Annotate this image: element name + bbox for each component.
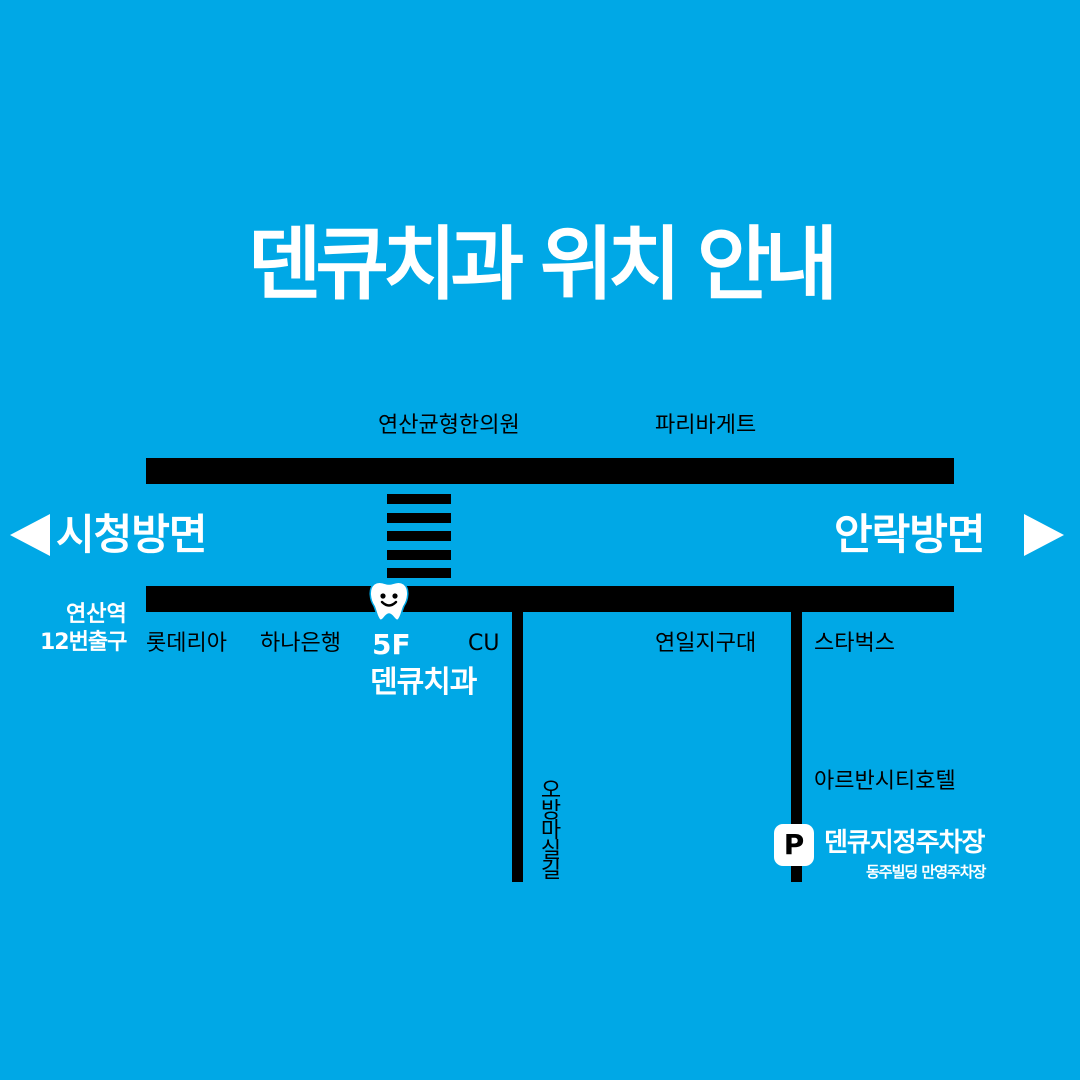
alley-label: 오방마실길 [536,778,561,878]
parking-icon: P [774,824,814,866]
station-label-line2: 12번출구 [40,630,127,655]
main-road-bottom [146,586,954,612]
clinic-name: 덴큐치과 [370,665,477,700]
parking-name: 덴큐지정주차장 [824,828,985,858]
landmark-cu: CU [468,631,500,656]
side-road-obang [512,610,523,882]
station-label-line1: 연산역 [66,602,127,627]
crosswalk-stripe [387,568,451,578]
landmark-hana-bank: 하나은행 [260,631,341,656]
arrow-right-icon [1024,514,1064,556]
landmark-lotteria: 롯데리아 [146,631,227,656]
direction-right: 안락방면 [834,510,986,559]
page-title: 덴큐치과 위치 안내 [247,218,839,311]
crosswalk-stripe [387,513,451,523]
side-road-parking [791,610,802,882]
crosswalk-stripe [387,550,451,560]
landmark-police-box: 연일지구대 [655,631,757,656]
clinic-floor: 5F [372,628,411,661]
crosswalk-stripe [387,531,451,541]
landmark-hotel: 아르반시티호텔 [814,769,956,794]
arrow-left-icon [10,514,50,556]
landmark-oriental-clinic: 연산균형한의원 [378,413,520,438]
tooth-icon [366,578,412,624]
direction-left: 시청방면 [56,510,208,559]
crosswalk-stripe [387,494,451,504]
landmark-starbucks: 스타벅스 [814,631,895,656]
parking-sub: 동주빌딩 만영주차장 [866,863,986,881]
main-road-top [146,458,954,484]
landmark-paris-baguette: 파리바게트 [655,413,757,438]
